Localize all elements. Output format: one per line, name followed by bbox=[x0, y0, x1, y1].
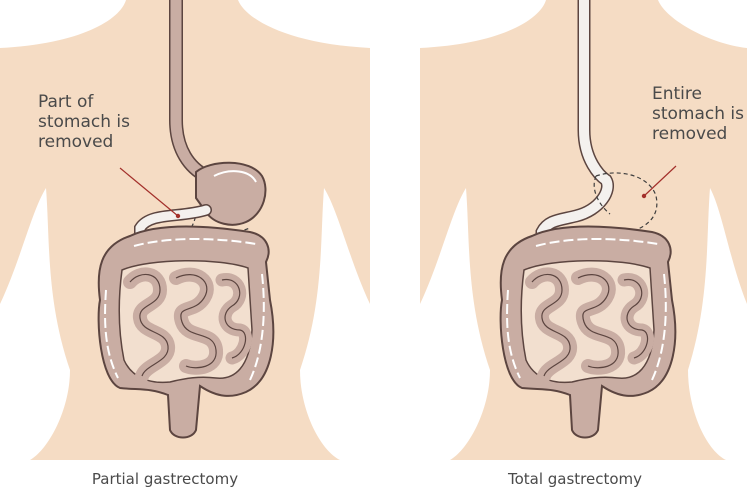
pointer-dot-right bbox=[642, 194, 646, 198]
caption-total-gastrectomy: Total gastrectomy bbox=[450, 470, 700, 488]
total-gastrectomy-panel bbox=[420, 0, 747, 460]
caption-partial-gastrectomy: Partial gastrectomy bbox=[40, 470, 290, 488]
partial-gastrectomy-panel bbox=[0, 0, 370, 460]
pointer-dot-left bbox=[176, 214, 180, 218]
annotation-total: Entire stomach is removed bbox=[652, 84, 744, 144]
annotation-partial: Part of stomach is removed bbox=[38, 92, 130, 152]
